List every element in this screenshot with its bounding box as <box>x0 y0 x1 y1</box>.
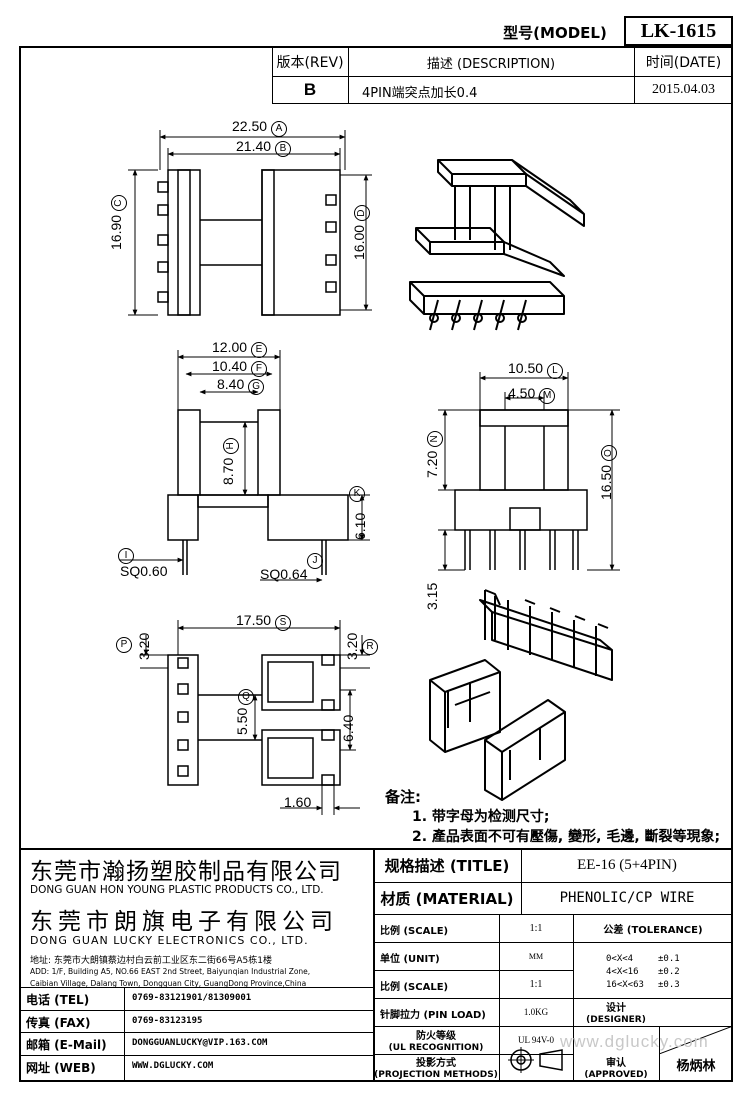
company-name-2-en: DONG GUAN LUCKY ELECTRONICS CO., LTD. <box>30 934 309 947</box>
dim-p-value: 3.20 <box>136 632 152 660</box>
title-label: 规格描述 (TITLE) <box>384 856 510 875</box>
pin-load-value: 1.0KG <box>523 1007 549 1017</box>
ul-label-1: 防火等级 <box>416 1031 456 1042</box>
dim-l: 10.50 L <box>508 360 563 379</box>
tolerance-row-2: 4<X<16±0.2 <box>606 967 680 977</box>
company-address-en-2: Caibian Village, Dalang Town, Dongguan C… <box>30 979 307 988</box>
dim-n: 7.20 N <box>424 430 443 478</box>
web-value[interactable]: WWW.DGLUCKY.COM <box>132 1061 214 1071</box>
technical-drawing <box>120 130 620 815</box>
approved-label-2: (APPROVED) <box>584 1069 648 1080</box>
scale-value: 1:1 <box>529 922 543 934</box>
approver-name: 杨炳林 <box>676 1058 716 1074</box>
company-address-cn: 地址: 东莞市大朗镇蔡边村白云前工业区东二街66号A5栋1楼 <box>30 956 272 966</box>
dim-q: Q <box>238 686 254 705</box>
fax-value: 0769-83123195 <box>132 1016 203 1026</box>
proj-label-1: 投影方式 <box>416 1058 456 1069</box>
rev-value: B <box>303 80 317 99</box>
dim-h: 8.70 H <box>220 437 239 485</box>
dim-i-value: SQ0.60 <box>120 563 168 579</box>
dim-t-value: 1.60 <box>284 794 312 810</box>
model-label: 型号(MODEL) <box>503 23 607 42</box>
iso-view-top <box>409 159 585 331</box>
web-label: 网址 (WEB) <box>26 1061 96 1075</box>
email-label: 邮箱 (E-Mail) <box>26 1038 107 1052</box>
tel-value: 0769-83121901/81309001 <box>132 993 252 1003</box>
company-name-2-cn: 东莞市朗旗电子有限公司 <box>30 909 338 935</box>
drawing-frame <box>19 46 733 1082</box>
dim-c: 16.90 C <box>108 195 127 250</box>
note-1: 1. 带字母为检测尺寸; <box>412 809 550 825</box>
dim-o: 16.50 O <box>598 445 617 500</box>
model-value: LK-1615 <box>640 19 717 42</box>
date-header: 时间(DATE) <box>645 55 722 71</box>
scale-label: 比例 (SCALE) <box>380 926 449 937</box>
dim-j: J <box>307 550 323 569</box>
company-address-en-1: ADD: 1/F, Building A5, NO.66 EAST 2nd St… <box>30 967 311 976</box>
dim-d: 16.00 D <box>351 205 370 260</box>
dim-m: 4.50 M <box>508 385 556 404</box>
top-view-dims <box>128 130 372 316</box>
iso-view-bottom <box>429 589 613 801</box>
tolerance-label: 公差 (TOLERANCE) <box>603 924 703 936</box>
dim-r: R <box>362 636 378 655</box>
dim-k: K <box>349 483 365 502</box>
top-view <box>157 169 341 316</box>
company-name-1-cn: 东莞市瀚扬塑胶制品有限公司 <box>30 859 342 885</box>
dim-b: 21.40 B <box>236 138 291 157</box>
dim-q-value: 5.50 <box>234 707 250 735</box>
dim-e: 12.00 E <box>212 339 267 358</box>
note-2: 2. 產品表面不可有壓傷, 變形, 毛邊, 斷裂等現象; <box>412 829 721 845</box>
notes-title: 备注: <box>385 788 421 806</box>
date-value: 2015.04.03 <box>652 82 715 97</box>
dim-r-value: 3.20 <box>344 632 360 660</box>
designer-label-1: 设计 <box>606 1003 626 1014</box>
proj-label-2: (PROJECTION METHODS) <box>374 1069 498 1080</box>
ul-value: UL 94V-0 <box>517 1035 555 1045</box>
dim-k-value: 6.10 <box>352 512 368 540</box>
title-value: EE-16 (5+4PIN) <box>577 856 677 873</box>
side-view <box>167 409 349 575</box>
dim-pin: 3.15 <box>424 582 440 610</box>
tolerance-row-3: 16<X<63±0.3 <box>606 980 680 990</box>
dim-p: P <box>116 634 132 653</box>
front-view <box>454 409 588 570</box>
material-label: 材质 (MATERIAL) <box>380 889 514 908</box>
scale2-value: 1:1 <box>529 978 543 990</box>
rev-header: 版本(REV) <box>276 55 344 71</box>
bottom-view-dims <box>140 620 370 815</box>
designer-diagonal <box>659 1026 733 1054</box>
designer-label-2: (DESIGNER) <box>586 1014 646 1025</box>
ul-label-2: (UL RECOGNITION) <box>388 1042 484 1053</box>
revision-table: 版本(REV) 描述 (DESCRIPTION) 时间(DATE) B 4PIN… <box>272 48 733 104</box>
dim-j-value: SQ0.64 <box>260 566 308 582</box>
title-block <box>19 848 733 1082</box>
unit-label: 单位 (UNIT) <box>380 954 440 965</box>
desc-header: 描述 (DESCRIPTION) <box>426 56 556 72</box>
company-name-1-en: DONG GUAN HON YOUNG PLASTIC PRODUCTS CO.… <box>30 884 324 896</box>
dim-i: I <box>118 545 134 564</box>
projection-symbol-icon <box>508 1047 563 1073</box>
email-value[interactable]: DONGGUANLUCKY@VIP.163.COM <box>132 1038 268 1048</box>
tel-label: 电话 (TEL) <box>26 993 90 1007</box>
fax-label: 传真 (FAX) <box>26 1016 91 1030</box>
material-value: PHENOLIC/CP WIRE <box>559 890 695 906</box>
dim-f: 10.40 F <box>212 358 267 377</box>
dim-w-value: 6.40 <box>340 714 356 742</box>
watermark: www.dglucky.com <box>560 1032 709 1051</box>
pin-load-label: 针脚拉力 (PIN LOAD) <box>380 1010 486 1021</box>
dim-s: 17.50 S <box>236 612 291 631</box>
dim-g: 8.40 G <box>217 376 265 395</box>
dim-a: 22.50 A <box>232 118 287 137</box>
desc-value: 4PIN端突点加长0.4 <box>362 86 478 101</box>
unit-value: MM <box>528 951 544 961</box>
model-box <box>624 16 733 46</box>
approved-label-1: 审认 <box>606 1058 626 1069</box>
tolerance-row-1: 0<X<4±0.1 <box>606 954 680 964</box>
bottom-view <box>167 654 341 786</box>
scale2-label: 比例 (SCALE) <box>380 982 449 993</box>
